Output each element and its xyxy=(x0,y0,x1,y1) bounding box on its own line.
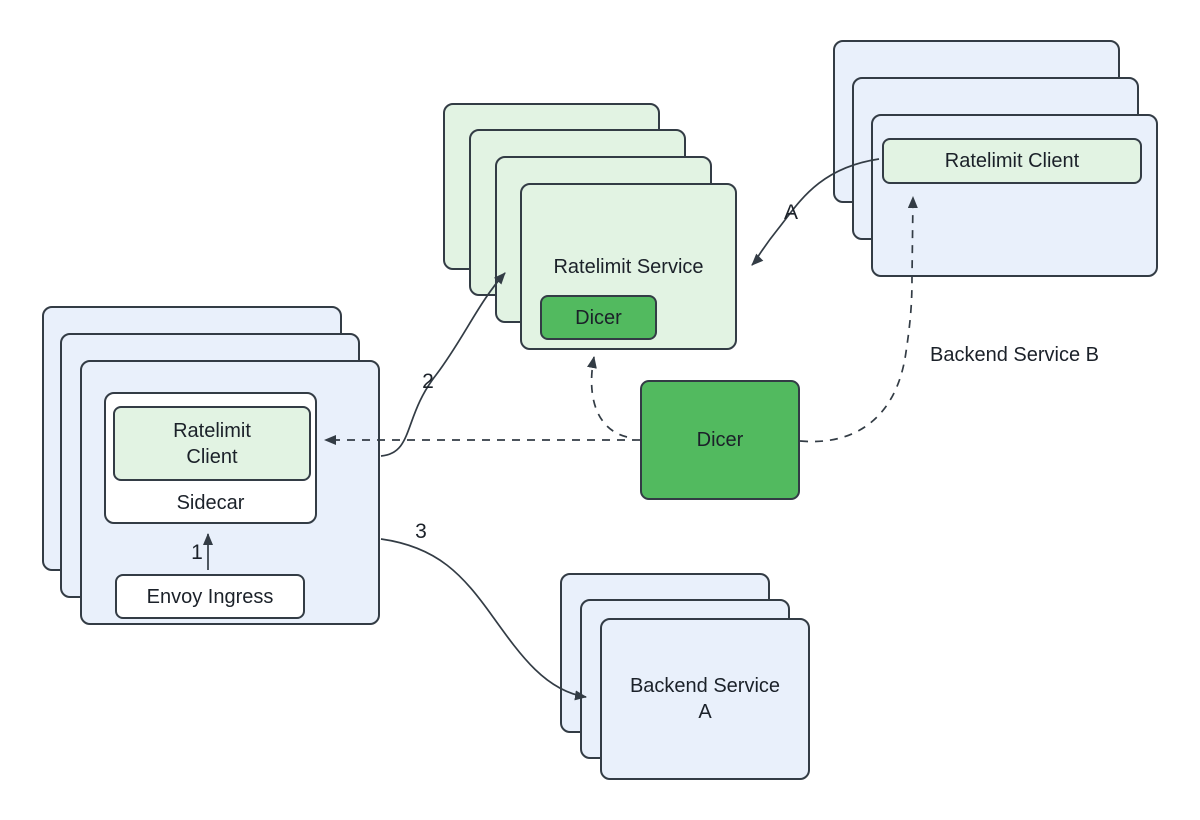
edge-3-to-backend-a xyxy=(380,538,587,701)
envoy-pod-node: Ratelimit Client Sidecar Envoy Ingress xyxy=(80,360,380,625)
dicer-node-label: Dicer xyxy=(696,429,744,451)
backend-service-b-node: Ratelimit Client Backend Service B xyxy=(871,114,1158,366)
edge-label-a: A xyxy=(784,201,798,224)
ratelimit-client-line1: Ratelimit xyxy=(173,419,251,442)
ratelimit-client-left-label: Ratelimit Client xyxy=(173,418,251,470)
backend-a-line1: Backend Service xyxy=(629,675,781,697)
sidecar-label: Sidecar xyxy=(176,492,245,514)
envoy-ingress-node: Envoy Ingress xyxy=(115,574,305,619)
ratelimit-client-b: Ratelimit Client xyxy=(882,138,1142,184)
backend-service-a-label: Backend Service A xyxy=(630,673,780,725)
envoy-ingress-label: Envoy Ingress xyxy=(146,585,274,608)
ratelimit-client-line2: Client xyxy=(186,445,238,468)
edge-2-client-to-ratelimit-service xyxy=(380,272,506,457)
backend-service-a-node: Backend Service A xyxy=(600,618,810,780)
ratelimit-service-node: Ratelimit Service Dicer xyxy=(520,183,737,350)
edge-label-3: 3 xyxy=(415,520,427,543)
backend-service-b-label: Backend Service B xyxy=(930,344,1099,366)
dashed-edge-dicer-to-service-dicer xyxy=(587,356,628,438)
ratelimit-client-left: Ratelimit Client xyxy=(113,406,311,481)
ratelimit-client-b-label: Ratelimit Client xyxy=(944,150,1080,172)
dicer-subnode-label: Dicer xyxy=(575,306,622,329)
dicer-subnode: Dicer xyxy=(540,295,657,340)
edge-label-2: 2 xyxy=(422,370,434,393)
backend-a-line2: A xyxy=(698,701,712,723)
sidecar-node: Ratelimit Client Sidecar xyxy=(104,392,317,524)
dicer-node: Dicer xyxy=(640,380,800,500)
ratelimit-service-label: Ratelimit Service xyxy=(553,255,704,278)
